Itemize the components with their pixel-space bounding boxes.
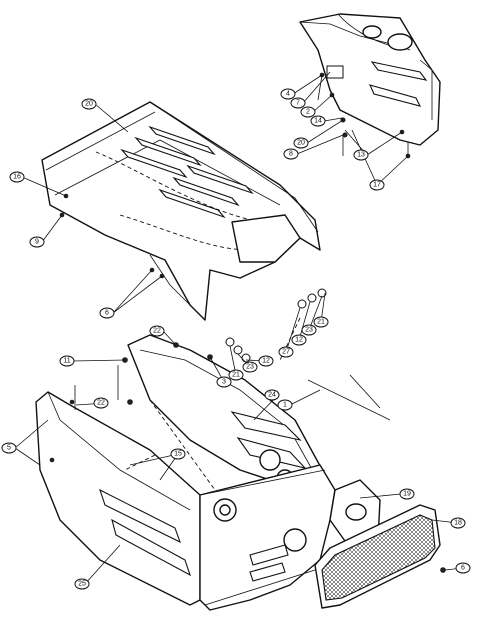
svg-text:3: 3: [222, 379, 226, 386]
callout-16: 16: [9, 171, 25, 183]
front-body: [35, 391, 381, 611]
callout-3: 3: [216, 376, 232, 388]
callouts: 20 16 9 6 4 7 2 14 20 8 13 17 22 11 3 21…: [1, 88, 471, 590]
svg-text:21: 21: [317, 319, 325, 326]
svg-text:27: 27: [282, 349, 290, 356]
leader-lines: [14, 71, 464, 585]
svg-text:13: 13: [357, 152, 365, 159]
side-vent-lower: [111, 518, 191, 577]
callout-24: 24: [264, 389, 280, 401]
callout-8: 8: [283, 148, 299, 160]
svg-text:22: 22: [97, 400, 105, 407]
svg-text:2: 2: [306, 109, 310, 116]
svg-text:15: 15: [174, 451, 182, 458]
callout-22-left: 22: [93, 397, 109, 409]
side-vent-upper: [99, 488, 181, 544]
svg-text:23: 23: [246, 364, 254, 371]
callout-25: 25: [74, 578, 90, 590]
callout-20-right: 20: [293, 137, 309, 149]
svg-text:1: 1: [283, 402, 287, 409]
svg-text:20: 20: [297, 140, 305, 147]
callout-9-left: 9: [29, 236, 45, 248]
callout-18: 18: [450, 517, 466, 529]
svg-text:7: 7: [296, 100, 300, 107]
callout-15: 15: [170, 448, 186, 460]
svg-text:21: 21: [232, 372, 240, 379]
hood-vents: [120, 125, 254, 219]
callout-12-b: 12: [291, 334, 307, 346]
callout-2: 2: [300, 106, 316, 118]
callout-27: 27: [278, 346, 294, 358]
callout-1: 1: [277, 399, 293, 411]
headlight-lens: [314, 504, 441, 609]
svg-text:22: 22: [153, 328, 161, 335]
svg-text:4: 4: [286, 91, 290, 98]
callout-23-b: 23: [301, 324, 317, 336]
dash-panel-assembly: [299, 13, 441, 159]
svg-text:8: 8: [289, 151, 293, 158]
callout-13: 13: [353, 149, 369, 161]
callout-22-mid: 22: [149, 325, 165, 337]
callout-5: 5: [1, 442, 17, 454]
callout-20-top: 20: [81, 98, 97, 110]
svg-text:20: 20: [85, 101, 93, 108]
svg-text:18: 18: [454, 520, 462, 527]
callout-6-right: 6: [455, 562, 471, 574]
svg-text:19: 19: [403, 491, 411, 498]
svg-text:23: 23: [305, 327, 313, 334]
svg-text:12: 12: [295, 337, 303, 344]
svg-text:9: 9: [35, 239, 39, 246]
svg-text:25: 25: [78, 581, 86, 588]
svg-text:11: 11: [63, 358, 70, 365]
callout-17: 17: [369, 179, 385, 191]
callout-21-b: 21: [313, 316, 329, 328]
callout-14: 14: [310, 115, 326, 127]
callout-7: 7: [290, 97, 306, 109]
callout-6: 6: [99, 307, 115, 319]
hood: [41, 101, 321, 321]
svg-text:6: 6: [105, 310, 109, 317]
svg-text:24: 24: [268, 392, 276, 399]
hood-shell: [41, 101, 321, 321]
callout-4: 4: [280, 88, 296, 100]
svg-text:6: 6: [461, 565, 465, 572]
callout-11: 11: [59, 355, 75, 367]
callout-23-a: 23: [242, 361, 258, 373]
svg-text:5: 5: [7, 445, 11, 452]
hood-rod: [307, 379, 391, 421]
svg-text:14: 14: [314, 118, 322, 125]
hardware: [49, 288, 446, 573]
svg-text:16: 16: [13, 174, 21, 181]
callout-12-a: 12: [258, 355, 274, 367]
callout-19: 19: [399, 488, 415, 500]
svg-text:12: 12: [262, 358, 270, 365]
callout-21-a: 21: [228, 369, 244, 381]
svg-text:17: 17: [373, 182, 381, 189]
